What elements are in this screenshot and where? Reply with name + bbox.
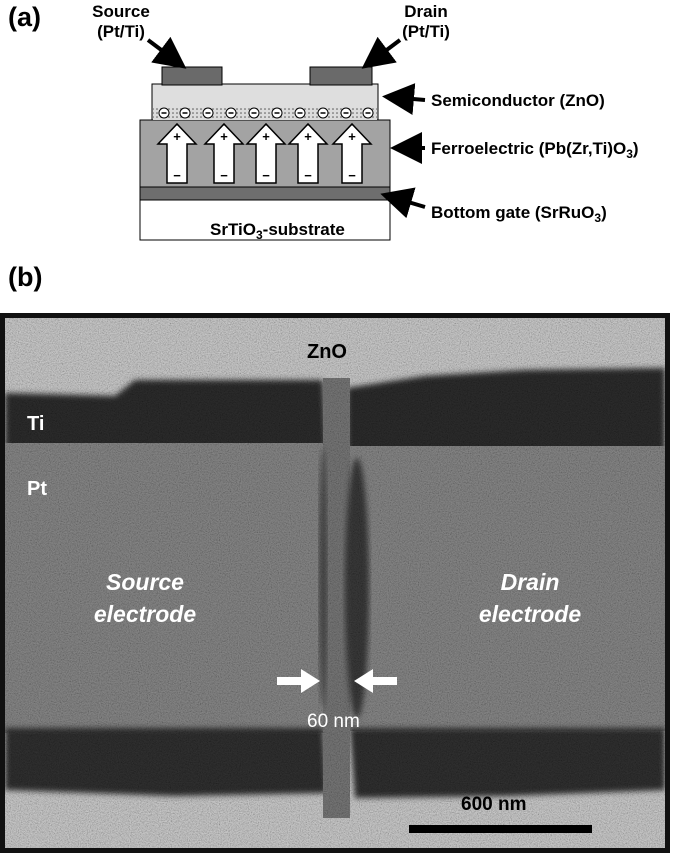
- ti-label: Ti: [27, 413, 45, 435]
- positive-charge-sign: +: [262, 129, 270, 144]
- positive-charge-sign: +: [348, 129, 356, 144]
- zno-label: ZnO: [307, 341, 347, 363]
- channel-dark-edge: [345, 458, 369, 718]
- source-electrode-line2: electrode: [93, 601, 197, 627]
- positive-charge-sign: +: [304, 129, 312, 144]
- scale-bar: [409, 825, 592, 833]
- gap-width-label: 60 nm: [307, 711, 360, 732]
- source-label: Source (Pt/Ti): [84, 2, 158, 42]
- ferroelectric-label-sub: 3: [626, 147, 633, 161]
- source-label-line1: Source: [92, 2, 150, 21]
- substrate-label: SrTiO3-substrate: [210, 220, 345, 242]
- panel-a-label: (a): [8, 2, 41, 32]
- ti-top-left: [5, 380, 327, 458]
- positive-charge-sign: +: [173, 129, 181, 144]
- pt-drain: [350, 446, 665, 731]
- pt-source: [5, 443, 323, 733]
- tem-image-drawing: [5, 318, 665, 848]
- source-pointer-arrow: [146, 36, 187, 69]
- ti-top-right: [347, 368, 665, 463]
- drain-electrode-label: Drain electrode: [460, 566, 600, 630]
- polarization-arrow: [331, 122, 373, 184]
- source-electrode-line1: Source: [106, 569, 184, 595]
- bottom-gate-label-sub: 3: [594, 211, 602, 225]
- ti-bottom-right: [350, 728, 665, 798]
- source-label-line2: (Pt/Ti): [97, 22, 145, 41]
- ti-bottom-left: [5, 728, 327, 796]
- gap-arrow-left: [277, 669, 320, 693]
- bottom-gate-label-close: ): [601, 203, 607, 222]
- bottom-gate-label-text: Bottom gate (SrRuO: [431, 203, 595, 222]
- drain-electrode-line2: electrode: [478, 601, 582, 627]
- drain-electrode-line1: Drain: [500, 569, 560, 595]
- semiconductor-pointer-arrow: [382, 83, 426, 115]
- negative-end-sign: −: [173, 168, 181, 183]
- pt-label: Pt: [27, 478, 47, 500]
- negative-end-sign: −: [220, 168, 228, 183]
- ferroelectric-label: Ferroelectric (Pb(Zr,Ti)O3): [431, 139, 639, 161]
- semiconductor-label: Semiconductor (ZnO): [431, 91, 605, 110]
- drain-contact: [309, 66, 373, 86]
- source-contact: [161, 66, 223, 86]
- channel-dark-edge-left: [319, 448, 327, 708]
- polarization-arrows: + − + − + − + − + −: [156, 122, 373, 184]
- source-electrode-label: Source electrode: [75, 566, 215, 630]
- drain-pointer-arrow: [361, 36, 402, 69]
- positive-charge-sign: +: [220, 129, 228, 144]
- negative-end-sign: −: [262, 168, 270, 183]
- scale-bar-label: 600 nm: [461, 794, 527, 815]
- tem-micrograph: ZnO Ti Pt Source electrode Drain electro…: [0, 313, 670, 853]
- drain-label: Drain (Pt/Ti): [394, 2, 458, 42]
- drain-label-line2: (Pt/Ti): [402, 22, 450, 41]
- substrate-label-sub: 3: [255, 228, 263, 242]
- ferroelectric-label-close: ): [632, 139, 639, 158]
- gap-arrow-right: [354, 669, 397, 693]
- ferroelectric-label-text: Ferroelectric (Pb(Zr,Ti)O: [431, 139, 627, 158]
- negative-end-sign: −: [304, 168, 312, 183]
- polarization-arrow: [156, 122, 198, 184]
- polarization-arrow: [203, 122, 245, 184]
- polarization-arrow: [287, 122, 329, 184]
- device-schematic: + − + − + − + − + −: [139, 36, 426, 241]
- substrate-label-text: SrTiO: [210, 220, 256, 239]
- negative-charges: [158, 107, 374, 119]
- bottom-gate-label: Bottom gate (SrRuO3): [431, 203, 607, 225]
- substrate-label-suffix: -substrate: [262, 220, 345, 239]
- drain-label-line1: Drain: [404, 2, 448, 21]
- substrate-layer: [139, 199, 391, 241]
- polarization-arrow: [245, 122, 287, 184]
- panel-b-label: (b): [8, 262, 43, 292]
- bottom-gate-layer: [139, 186, 391, 201]
- negative-end-sign: −: [348, 168, 356, 183]
- bottom-gate-pointer-arrow: [380, 187, 426, 219]
